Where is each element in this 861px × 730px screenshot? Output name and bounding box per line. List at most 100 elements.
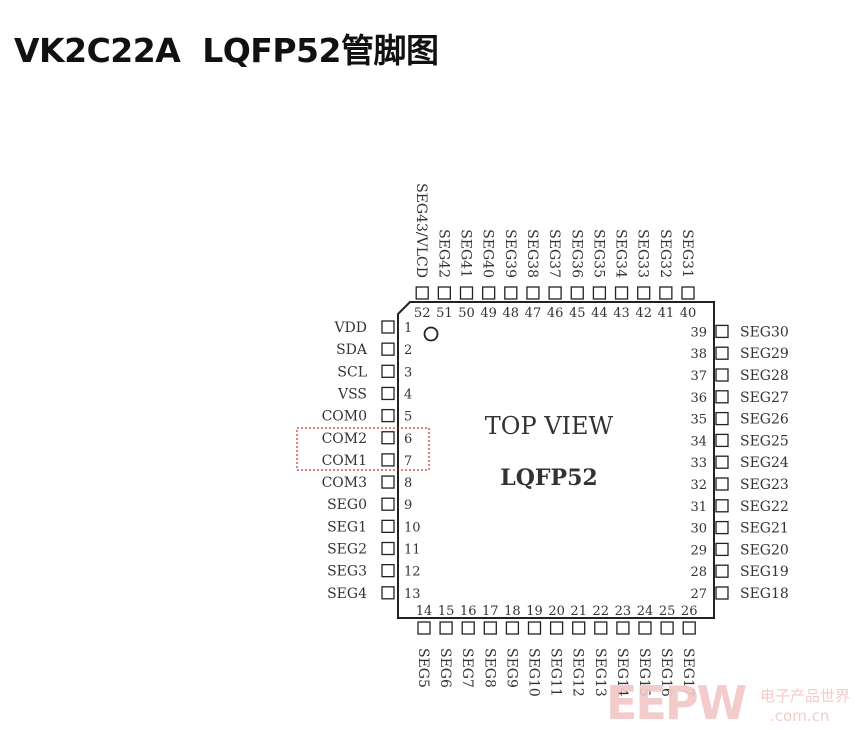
pin-43-number: 43 bbox=[613, 306, 630, 321]
pin-40-pad bbox=[681, 286, 695, 300]
pin-4-label: VSS bbox=[337, 386, 367, 402]
pin-33-pad bbox=[715, 455, 729, 469]
pin1-indicator bbox=[423, 326, 439, 342]
pin-30-number: 30 bbox=[690, 522, 707, 537]
pin-26-pad bbox=[682, 621, 696, 635]
pin-17-number: 17 bbox=[482, 604, 499, 619]
pin-14-number: 14 bbox=[416, 604, 433, 619]
pin-28-label: SEG19 bbox=[740, 564, 789, 580]
pin-51-label: SEG42 bbox=[435, 229, 451, 278]
pin-1-label: VDD bbox=[333, 320, 367, 336]
pin-20-label: SEG11 bbox=[548, 648, 564, 697]
pin-45-label: SEG36 bbox=[568, 229, 584, 278]
top-view-label: TOP VIEW bbox=[485, 412, 614, 440]
pin-38-label: SEG29 bbox=[740, 346, 789, 362]
pin-23-label: SEG14 bbox=[614, 648, 630, 697]
pin-25-pad bbox=[660, 621, 674, 635]
pin-51-pad bbox=[437, 286, 452, 300]
pin-6-label: COM2 bbox=[322, 431, 367, 447]
pin-21-number: 21 bbox=[570, 604, 587, 619]
pin-33-label: SEG24 bbox=[740, 455, 789, 471]
pin-42-label: SEG33 bbox=[635, 229, 651, 278]
pin-21-pad bbox=[572, 621, 586, 635]
pin-40-number: 40 bbox=[680, 306, 697, 321]
pin-13-pad bbox=[381, 586, 395, 600]
pin-16-pad bbox=[461, 621, 475, 635]
pin-2-pad bbox=[381, 342, 395, 356]
pin-47-label: SEG38 bbox=[524, 229, 540, 278]
pin-31-label: SEG22 bbox=[740, 499, 789, 515]
pin-12-number: 12 bbox=[404, 565, 421, 580]
pin-34-number: 34 bbox=[690, 434, 707, 449]
pin-3-pad bbox=[381, 364, 395, 378]
pin-37-pad bbox=[715, 368, 729, 382]
pin-14-label: SEG5 bbox=[415, 648, 431, 688]
pin-6-number: 6 bbox=[404, 432, 412, 447]
pin-28-pad bbox=[715, 564, 729, 578]
pin-29-pad bbox=[715, 542, 729, 557]
pin-46-pad bbox=[548, 286, 562, 300]
pin-19-pad bbox=[527, 621, 542, 635]
pin-24-label: SEG15 bbox=[636, 648, 652, 697]
pin-47-number: 47 bbox=[525, 306, 542, 321]
pin-34-pad bbox=[715, 433, 729, 448]
pin-29-label: SEG20 bbox=[740, 542, 789, 558]
pin-20-pad bbox=[549, 621, 564, 635]
svg-text:电子产品世界: 电子产品世界 bbox=[760, 687, 850, 705]
pin-10-number: 10 bbox=[404, 520, 421, 535]
pin-41-number: 41 bbox=[658, 306, 675, 321]
pin-19-label: SEG10 bbox=[526, 648, 542, 697]
watermark-logo: EEPW 电子产品世界 .com.cn bbox=[606, 676, 850, 730]
pin-49-number: 49 bbox=[480, 306, 497, 321]
pin-45-pad bbox=[570, 286, 584, 300]
pin-49-pad bbox=[481, 286, 496, 300]
pin-16-number: 16 bbox=[460, 604, 477, 619]
pin-15-label: SEG6 bbox=[437, 648, 453, 688]
pin-20-number: 20 bbox=[548, 604, 565, 619]
pin-39-number: 39 bbox=[690, 325, 707, 340]
pin-18-number: 18 bbox=[504, 604, 521, 619]
pin-3-number: 3 bbox=[404, 365, 412, 380]
pin-44-pad bbox=[592, 286, 607, 300]
pin-27-label: SEG18 bbox=[740, 586, 789, 602]
pin-15-pad bbox=[439, 621, 453, 635]
pin-22-label: SEG13 bbox=[592, 648, 608, 697]
pin-36-pad bbox=[715, 390, 729, 404]
pin-48-pad bbox=[504, 286, 518, 300]
pin-22-number: 22 bbox=[593, 604, 610, 619]
pin-51-number: 51 bbox=[436, 306, 453, 321]
pin-8-pad bbox=[381, 475, 395, 489]
pin-48-number: 48 bbox=[503, 306, 520, 321]
pin-9-pad bbox=[381, 497, 395, 511]
pin-1-number: 1 bbox=[404, 321, 412, 336]
pin-44-label: SEG35 bbox=[590, 229, 606, 278]
pin-10-pad bbox=[381, 519, 395, 533]
pin-1-pad bbox=[381, 320, 395, 334]
pin-28-number: 28 bbox=[690, 565, 707, 580]
pin-7-number: 7 bbox=[404, 454, 412, 469]
pin-9-label: SEG0 bbox=[327, 497, 367, 513]
pin-40-label: SEG31 bbox=[679, 229, 695, 278]
pin-37-number: 37 bbox=[690, 369, 707, 384]
pin-3-label: SCL bbox=[337, 364, 367, 380]
pin-15-number: 15 bbox=[438, 604, 455, 619]
pin-13-number: 13 bbox=[404, 587, 421, 602]
package-label: LQFP52 bbox=[500, 465, 597, 491]
pin-8-label: COM3 bbox=[322, 475, 367, 491]
svg-text:.com.cn: .com.cn bbox=[770, 707, 829, 725]
pin-9-number: 9 bbox=[404, 498, 412, 513]
pin-37-label: SEG28 bbox=[740, 368, 789, 384]
pin-5-label: COM0 bbox=[322, 409, 367, 425]
pin-23-number: 23 bbox=[615, 604, 632, 619]
pin-47-pad bbox=[526, 286, 540, 300]
pin-41-pad bbox=[659, 286, 673, 300]
pin-45-number: 45 bbox=[569, 306, 586, 321]
pin-41-label: SEG32 bbox=[657, 229, 673, 278]
pin-35-label: SEG26 bbox=[740, 412, 789, 428]
pin-25-number: 25 bbox=[659, 604, 676, 619]
pin-17-pad bbox=[483, 621, 497, 635]
pin-11-pad bbox=[381, 541, 395, 556]
pin-22-pad bbox=[594, 621, 608, 635]
highlight-box bbox=[296, 427, 430, 471]
